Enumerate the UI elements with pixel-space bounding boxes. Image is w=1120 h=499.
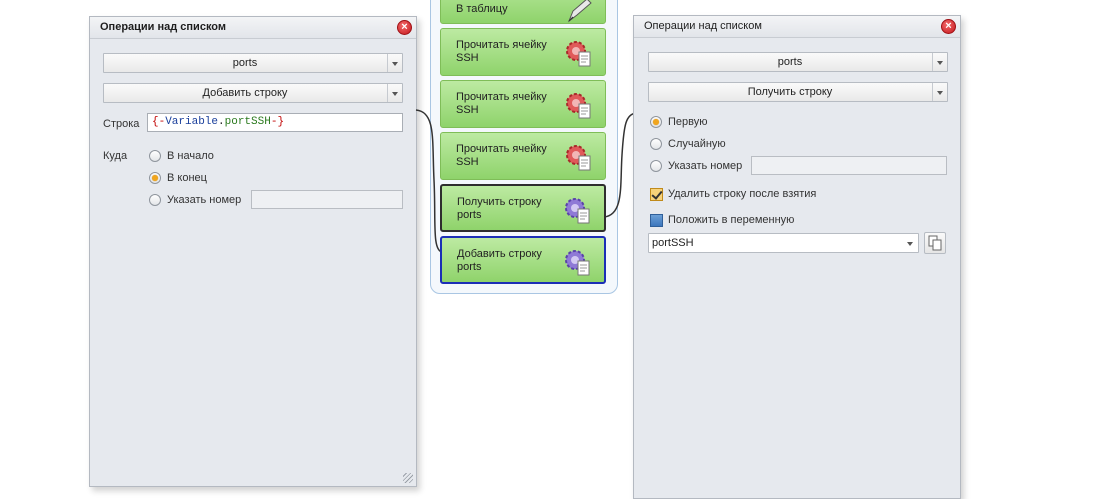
flow-node-add-row[interactable]: Добавить строку ports [440,236,606,284]
number-input[interactable] [251,190,403,209]
chevron-down-icon[interactable] [932,53,947,71]
list-select[interactable]: ports [648,52,948,72]
gear-purple-icon [565,198,590,224]
flow-node-label: Прочитать ячейку SSH [456,143,547,168]
connector-right [603,112,637,218]
token-open: {- [152,116,166,128]
flow-node-label: Добавить строку ports [457,248,542,273]
variable-select-value: portSSH [652,237,694,249]
flow-node-read-cell-2[interactable]: Прочитать ячейку SSH [440,80,606,128]
gear-purple-icon [565,250,590,276]
variable-select[interactable]: portSSH [648,233,919,253]
delete-after-checkbox[interactable] [650,188,663,201]
panel-title: Операции над списком [100,21,227,33]
flow-node-label: Получить строку ports [457,196,542,221]
token-name: portSSH [224,116,271,128]
resize-grip-icon[interactable] [403,473,413,483]
copy-button[interactable] [924,232,946,254]
string-input[interactable]: {-Variable.portSSH-} [147,113,403,132]
flow-node-label: Прочитать ячейку SSH [456,39,547,64]
gear-red-icon [566,41,591,67]
list-operations-panel-left: Операции над списком × ports Добавить ст… [89,16,417,487]
flow-node-to-table[interactable]: В таблицу [440,0,606,24]
radio-number-label[interactable]: Указать номер [668,160,743,172]
radio-start[interactable] [149,150,161,162]
radio-end-label[interactable]: В конец [167,172,207,184]
radio-number[interactable] [149,194,161,206]
flow-node-get-row[interactable]: Получить строку ports [440,184,606,232]
token-variable: Variable [165,116,219,128]
operation-select-value: Получить строку [747,86,833,98]
token-dot: . [218,116,225,128]
copy-icon [928,235,942,251]
chevron-down-icon[interactable] [387,54,402,72]
flow-node-label: Прочитать ячейку SSH [456,91,547,116]
list-operations-panel-right: Операции над списком × ports Получить ст… [633,15,961,499]
radio-number[interactable] [650,160,662,172]
gear-red-icon [566,145,591,171]
radio-start-label[interactable]: В начало [167,150,214,162]
connector-left [415,109,443,253]
put-in-variable-label[interactable]: Положить в переменную [668,214,795,226]
radio-number-label[interactable]: Указать номер [167,194,242,206]
panel-header: Операции над списком × [90,17,416,39]
panel-header: Операции над списком × [634,16,960,38]
close-icon[interactable]: × [397,20,412,35]
radio-first-label[interactable]: Первую [668,116,708,128]
operation-select[interactable]: Получить строку [648,82,948,102]
number-input[interactable] [751,156,947,175]
close-icon[interactable]: × [941,19,956,34]
radio-first[interactable] [650,116,662,128]
where-label: Куда [103,150,128,162]
radio-end[interactable] [149,172,161,184]
string-label: Строка [103,118,140,130]
chevron-down-icon[interactable] [932,83,947,101]
delete-after-label[interactable]: Удалить строку после взятия [668,188,817,200]
radio-random-label[interactable]: Случайную [668,138,726,150]
list-select[interactable]: ports [103,53,403,73]
operation-select[interactable]: Добавить строку [103,83,403,103]
flow-node-read-cell-1[interactable]: Прочитать ячейку SSH [440,28,606,76]
pen-icon [567,0,592,23]
flow-node-read-cell-3[interactable]: Прочитать ячейку SSH [440,132,606,180]
put-in-variable-checkbox[interactable] [650,214,663,227]
list-select-value: ports [232,57,258,69]
radio-random[interactable] [650,138,662,150]
operation-select-value: Добавить строку [202,87,288,99]
flow-node-label: В таблицу [456,3,508,15]
list-select-value: ports [777,56,803,68]
chevron-down-icon[interactable] [903,234,918,252]
gear-red-icon [566,93,591,119]
token-close: -} [270,116,285,128]
chevron-down-icon[interactable] [387,84,402,102]
panel-title: Операции над списком [644,20,762,32]
